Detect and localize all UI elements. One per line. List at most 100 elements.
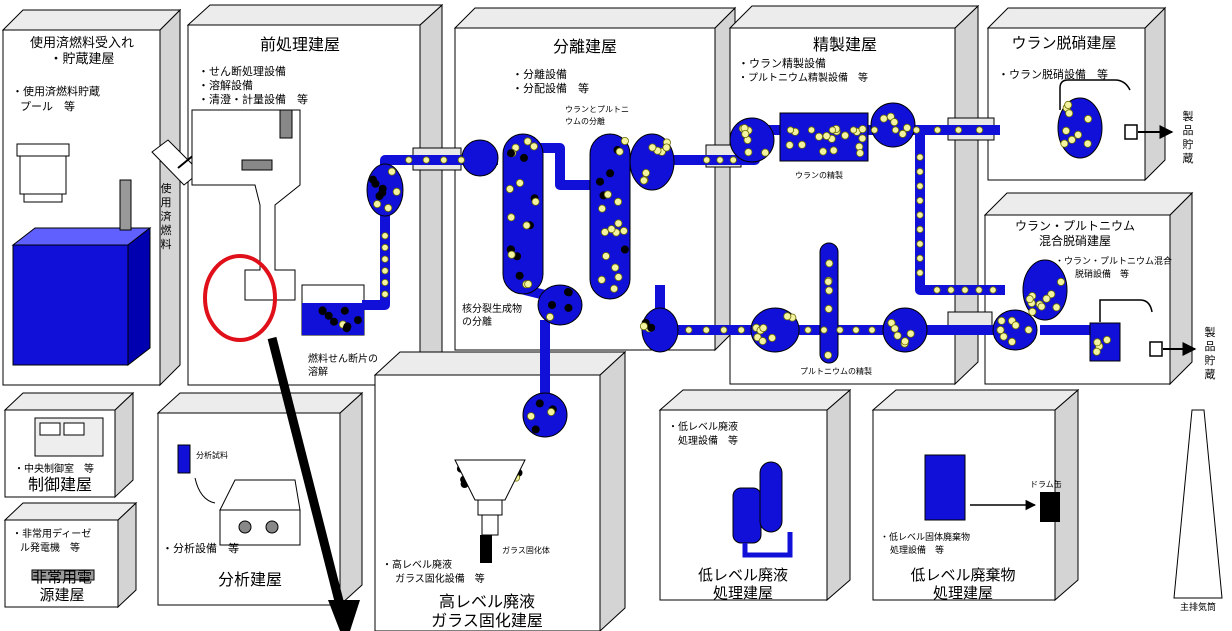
pipe-particle — [933, 286, 941, 294]
particle — [1025, 295, 1034, 304]
emergency-item-1: ・非常用ディーゼ — [12, 527, 91, 540]
purification-note-pu: プルトニウムの精製 — [800, 366, 872, 376]
pipe-particle — [989, 286, 997, 294]
particle — [606, 169, 615, 178]
pipe-particle — [954, 126, 963, 134]
particle — [822, 131, 831, 140]
main-stack — [1173, 409, 1223, 599]
pipe-particle — [440, 156, 448, 164]
particle — [531, 425, 540, 434]
low-liquid-tanks — [732, 461, 793, 558]
particle — [783, 312, 792, 321]
product-text-2-char: 蔵 — [1205, 368, 1216, 381]
particle — [898, 129, 907, 138]
particle — [906, 329, 915, 338]
particle — [602, 252, 611, 261]
vitrification-item-1: ・高レベル廃液 — [382, 558, 452, 571]
mox-item-1: ・ウラン・プルトニウム混合 — [1055, 255, 1172, 267]
pretreatment-title: 前処理建屋 — [260, 35, 340, 54]
product-text-2-char: 品 — [1205, 340, 1216, 353]
particle — [642, 168, 651, 177]
particle — [824, 277, 833, 286]
particle — [744, 148, 753, 157]
particle — [515, 178, 524, 187]
separation-note-u-1: ウランとプルトニ — [565, 105, 629, 114]
particle — [620, 136, 629, 145]
particle — [507, 213, 516, 222]
particle — [614, 273, 623, 282]
mox-title-1: ウラン・プルトニウム — [1015, 219, 1135, 233]
particle — [824, 351, 833, 360]
control-item: ・中央制御室 等 — [14, 462, 94, 475]
control-title: 制御建屋 — [28, 475, 92, 494]
pipe-particle — [716, 156, 724, 164]
pipe-particle — [804, 326, 812, 334]
solid-waste-equipment — [924, 454, 1060, 522]
particle — [530, 142, 539, 151]
pretreatment-item-2: ・溶解設備 — [198, 78, 253, 92]
particle — [522, 221, 531, 230]
pipe-particle — [381, 232, 389, 240]
separation-item-2: ・分配設備 等 — [512, 81, 589, 95]
mox-title-2: 混合脱硝建屋 — [1039, 233, 1111, 248]
particle — [1028, 307, 1037, 316]
particle — [819, 147, 828, 156]
pipe-particle — [381, 255, 389, 263]
particle — [1047, 290, 1056, 299]
vitrification-melter — [454, 459, 526, 563]
particle — [523, 137, 532, 146]
product-text-1-char: 品 — [1183, 124, 1194, 137]
particle — [614, 219, 623, 228]
particle — [893, 331, 902, 340]
particle — [527, 412, 536, 421]
pipe-particle — [916, 153, 924, 161]
particle — [1065, 109, 1074, 118]
pipe-particle — [381, 267, 389, 275]
emergency-item-2: ル発電機 等 — [20, 541, 80, 554]
spent-fuel-text-char: 使 — [161, 182, 172, 195]
particle — [392, 187, 401, 196]
particle — [596, 177, 605, 186]
particle — [841, 131, 850, 140]
fuel-cask-icon — [16, 143, 70, 203]
spent-fuel-label: 使用済燃料 — [161, 182, 172, 251]
particle — [758, 337, 767, 346]
pipe-particle — [381, 243, 389, 252]
particle — [1092, 347, 1101, 356]
pipe-particle — [947, 286, 955, 294]
pipe-particle — [916, 168, 924, 176]
particle — [546, 312, 555, 321]
analysis-title: 分析建屋 — [218, 570, 282, 589]
dissolver — [301, 284, 365, 336]
particle — [329, 317, 338, 326]
pipe-particle — [961, 286, 969, 294]
particle — [387, 167, 396, 176]
particle — [824, 304, 833, 313]
low-liquid-title-1: 低レベル廃液 — [698, 566, 788, 584]
pretreatment-item-1: ・せん断処理設備 — [198, 64, 286, 78]
pipe-particle — [828, 126, 837, 134]
particle — [890, 118, 899, 127]
generator-icon — [31, 569, 95, 581]
pipe-particle — [912, 126, 921, 134]
particle — [829, 146, 838, 155]
particle — [607, 225, 616, 234]
analysis-glovebox — [177, 444, 301, 546]
particle — [524, 280, 533, 289]
purification-title: 精製建屋 — [813, 35, 877, 54]
particle — [353, 316, 362, 325]
emergency-building-box — [3, 501, 138, 609]
fuel-storage-pool — [11, 179, 152, 367]
particle — [615, 147, 624, 156]
pipe-particle — [849, 126, 858, 134]
particle — [1042, 294, 1051, 303]
particle — [384, 203, 393, 212]
particle — [1011, 321, 1020, 330]
spent-fuel-text-char: 済 — [161, 209, 172, 223]
separation-note-fp-2: の分離 — [462, 315, 492, 328]
pretreatment-note-2: 溶解 — [308, 365, 328, 378]
pipe-particle — [807, 126, 816, 134]
particle — [1093, 338, 1102, 347]
pointer-arrow — [267, 336, 360, 631]
